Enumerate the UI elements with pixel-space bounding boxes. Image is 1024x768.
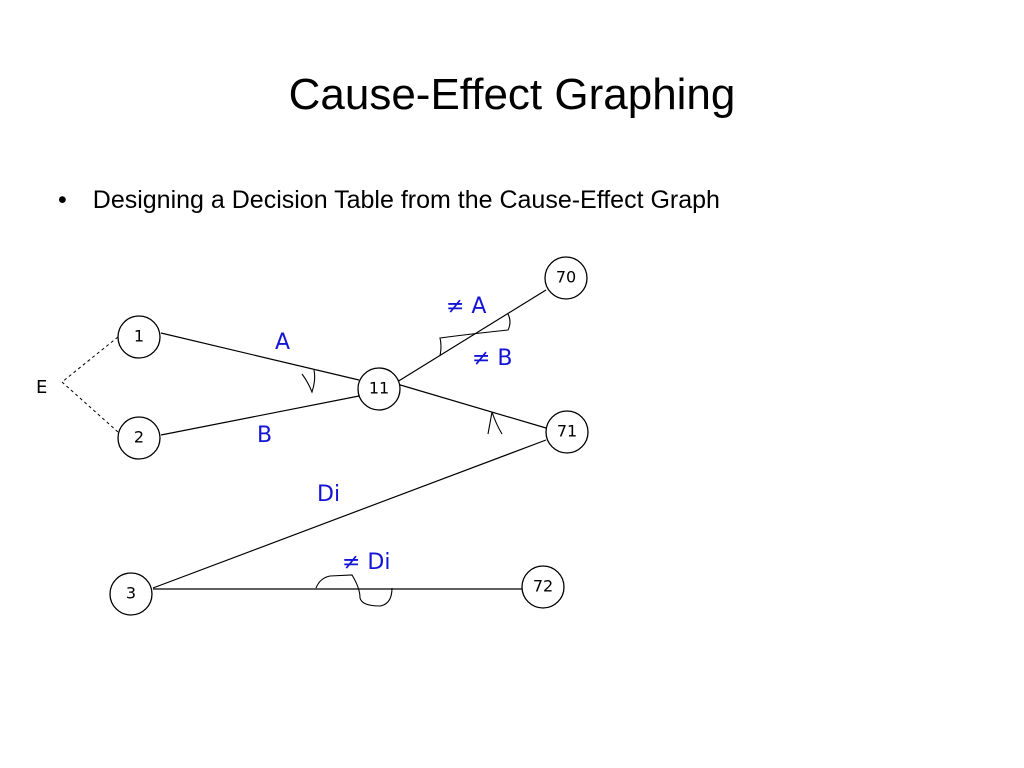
edge-1-11 — [160, 332, 360, 381]
node-2 — [117, 416, 161, 460]
edge-2-11 — [160, 395, 360, 436]
bullet-text: Designing a Decision Table from the Caus… — [92, 186, 720, 214]
node-2-label: 2 — [134, 428, 144, 447]
node-71-label: 71 — [557, 422, 577, 441]
node-70 — [544, 256, 588, 300]
node-70-label: 70 — [556, 268, 576, 287]
edge-3-71 — [152, 439, 547, 589]
edge-label-a: A — [275, 330, 290, 355]
edge-11-71 — [396, 383, 547, 429]
edge-label-b: B — [257, 423, 272, 448]
node-1-label: 1 — [134, 327, 144, 346]
bullet-marker: • — [58, 186, 67, 214]
node-11 — [357, 367, 401, 411]
edge-label-not-di: ≠ Di — [342, 550, 390, 575]
not-constraint-bracket-top — [439, 313, 511, 357]
and-constraint-mark — [301, 369, 316, 394]
and-constraint-mark-2 — [487, 411, 503, 435]
edge-label-not-a: ≠ A — [446, 294, 486, 319]
group-line-1 — [61, 336, 119, 383]
edge-label-di: Di — [317, 482, 340, 507]
bullet-item: • Designing a Decision Table from the Ca… — [58, 186, 720, 215]
node-1 — [117, 315, 161, 359]
group-label-e: E — [36, 377, 47, 398]
node-3 — [109, 572, 153, 616]
group-line-2 — [61, 381, 119, 433]
node-72-label: 72 — [533, 577, 553, 596]
node-71 — [545, 410, 589, 454]
node-72 — [521, 565, 565, 609]
not-constraint-bracket-bottom — [315, 574, 393, 607]
edge-label-not-b: ≠ B — [472, 346, 513, 371]
edge-11-70 — [396, 289, 547, 383]
node-11-label: 11 — [369, 379, 389, 398]
slide-title: Cause-Effect Graphing — [288, 70, 736, 119]
node-3-label: 3 — [126, 584, 136, 603]
